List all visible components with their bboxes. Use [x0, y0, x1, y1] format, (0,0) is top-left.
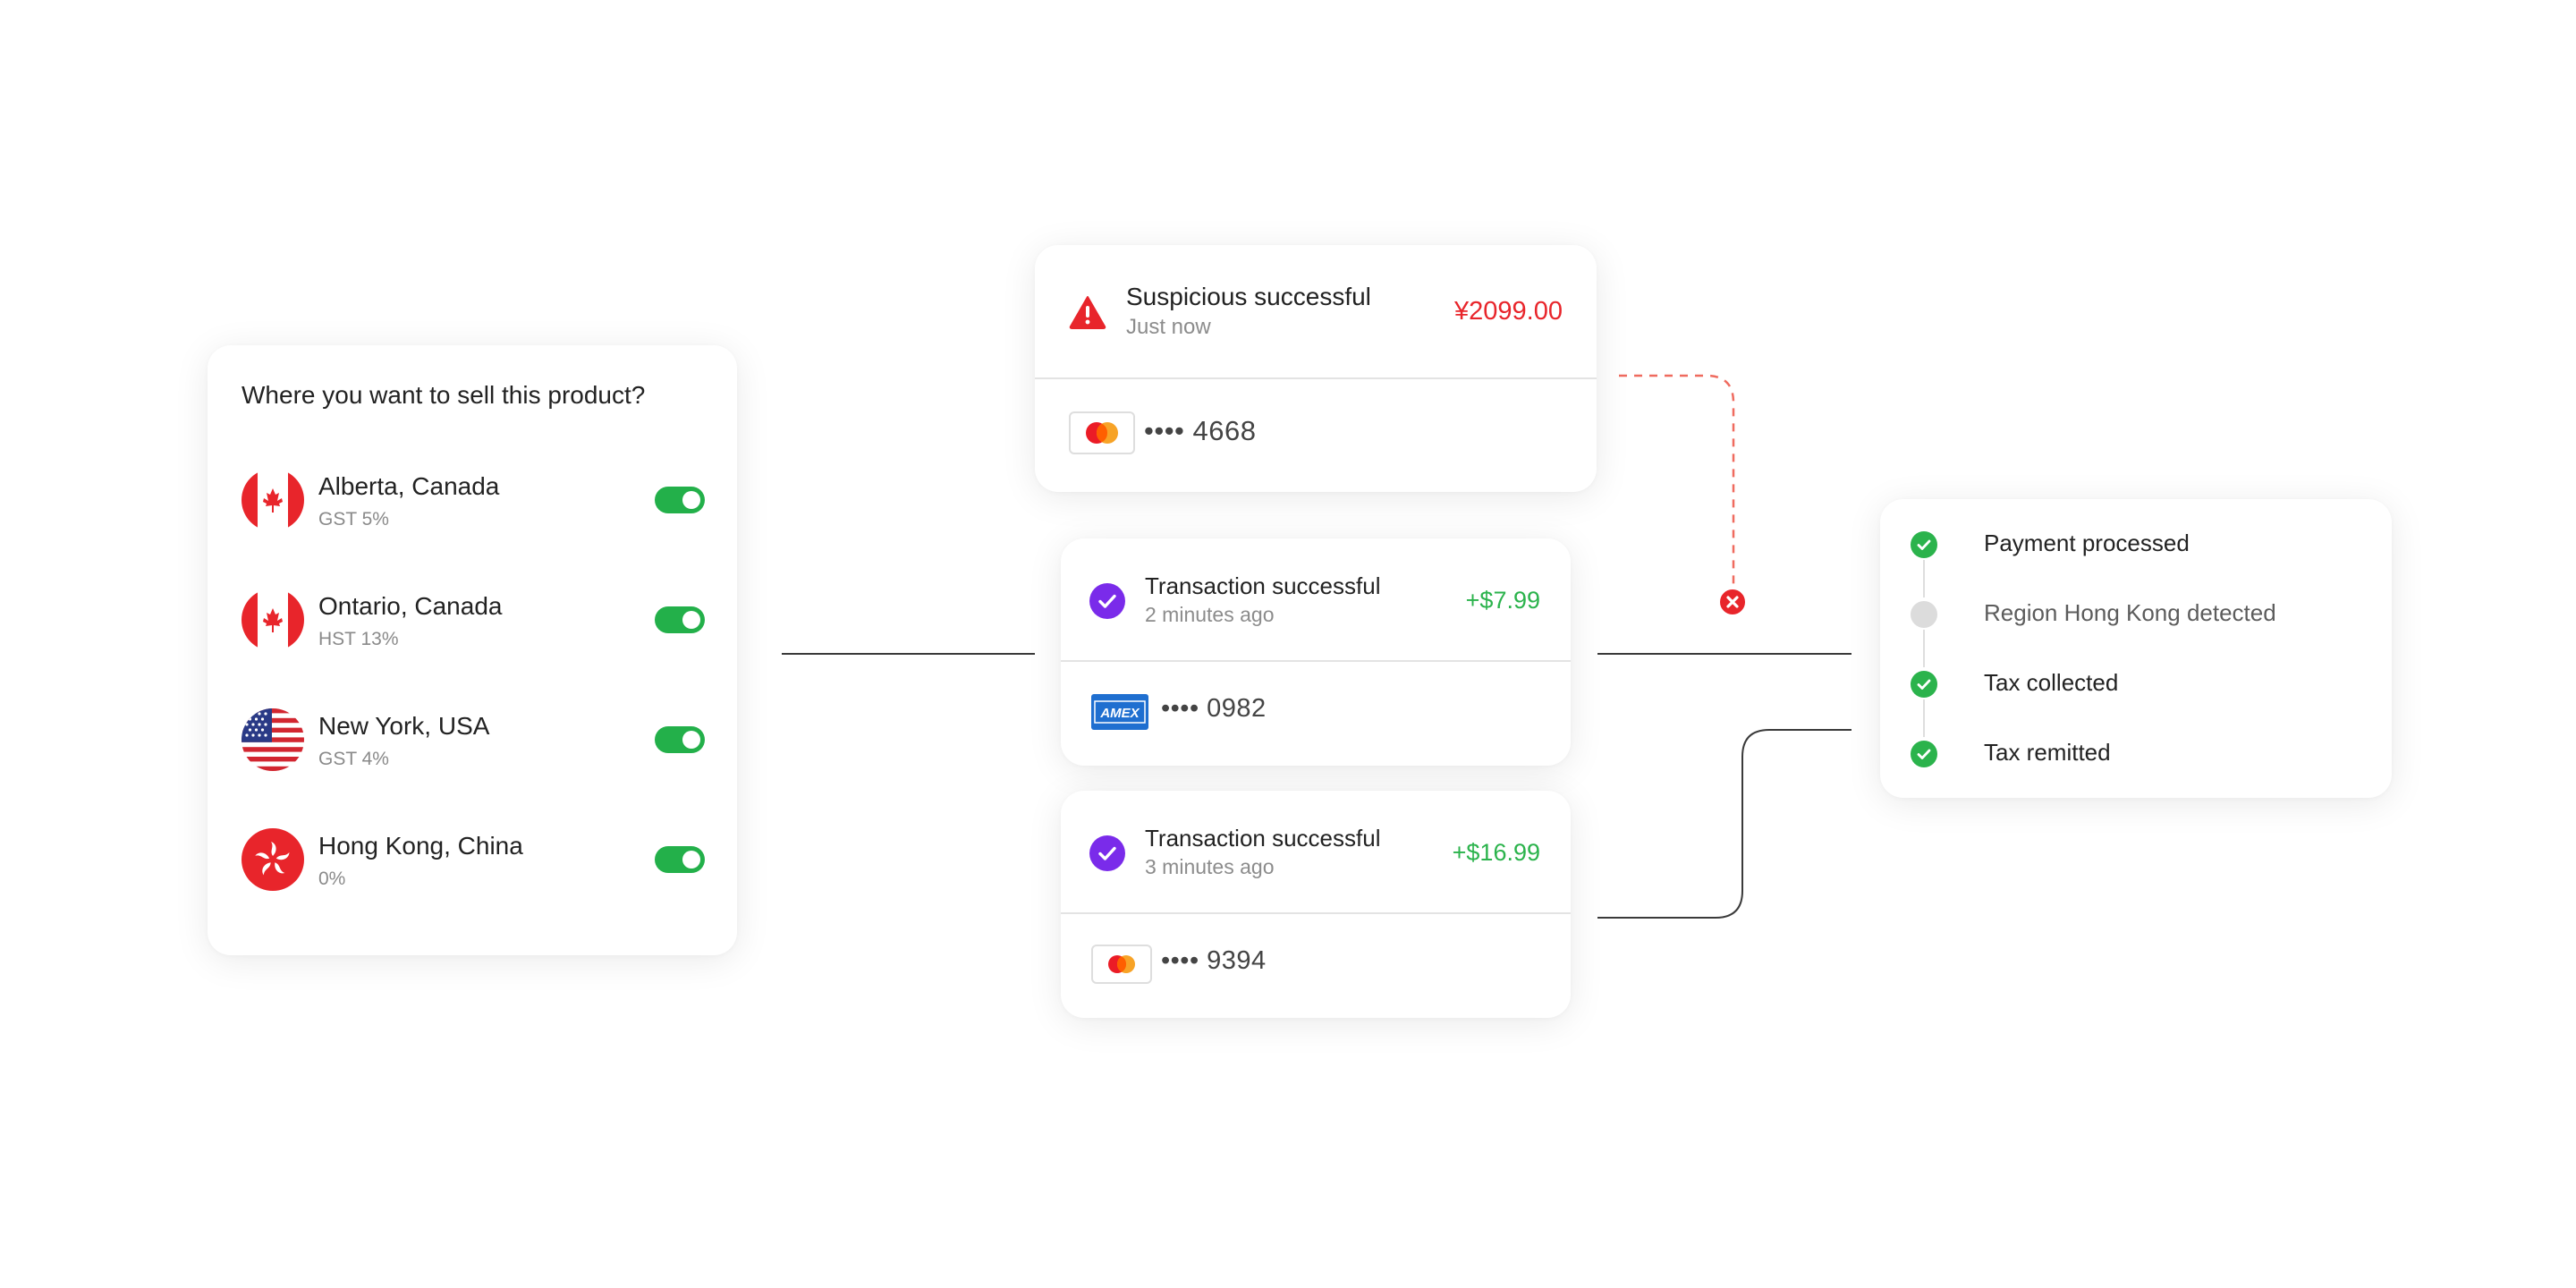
region-row-alberta: Alberta, Canada GST 5%: [242, 469, 705, 533]
region-name: Alberta, Canada: [318, 472, 500, 500]
check-circle-icon: [1911, 531, 1937, 558]
step-region-detected: Region Hong Kong detected: [1911, 596, 2358, 631]
region-tax: GST 5%: [318, 509, 389, 530]
check-circle-icon: [1089, 583, 1125, 619]
region-name: New York, USA: [318, 712, 490, 740]
transaction-title: Transaction successful: [1145, 572, 1381, 599]
sell-regions-card: Where you want to sell this product? Alb…: [208, 345, 737, 955]
step-label: Tax collected: [1984, 669, 2119, 696]
transaction-time: 2 minutes ago: [1145, 603, 1275, 626]
regions-title: Where you want to sell this product?: [242, 381, 646, 409]
toggle-knob: [682, 491, 700, 509]
step-connector: [1923, 630, 1925, 667]
step-payment-processed: Payment processed: [1911, 526, 2358, 562]
svg-text:AMEX: AMEX: [1099, 706, 1140, 721]
connector-transaction-2-to-steps: [1597, 729, 1852, 919]
region-name: Hong Kong, China: [318, 832, 523, 860]
step-label: Region Hong Kong detected: [1984, 599, 2276, 626]
region-toggle-ontario[interactable]: [655, 606, 705, 633]
step-connector: [1923, 699, 1925, 737]
region-row-new-york: New York, USA GST 4%: [242, 708, 705, 773]
transaction-card-suspicious[interactable]: Suspicious successful Just now ¥2099.00 …: [1035, 245, 1597, 492]
check-circle-icon: [1911, 671, 1937, 698]
transaction-card-info: •••• 4668: [1035, 377, 1597, 492]
step-connector: [1923, 560, 1925, 597]
mastercard-icon: [1069, 411, 1135, 454]
pending-circle-icon: [1911, 601, 1937, 628]
mastercard-icon: [1091, 945, 1152, 984]
step-tax-remitted: Tax remitted: [1911, 735, 2358, 771]
toggle-knob: [682, 731, 700, 749]
canada-flag-icon: [242, 589, 304, 651]
transaction-card-2[interactable]: Transaction successful 3 minutes ago +$1…: [1061, 791, 1571, 1018]
blocked-x-icon: [1717, 587, 1748, 617]
step-tax-collected: Tax collected: [1911, 665, 2358, 701]
region-row-hong-kong: Hong Kong, China 0%: [242, 828, 705, 893]
step-label: Tax remitted: [1984, 739, 2111, 766]
toggle-knob: [682, 611, 700, 629]
masked-card-number: •••• 9394: [1161, 946, 1267, 975]
check-circle-icon: [1089, 835, 1125, 871]
payment-status-card: Payment processed Region Hong Kong detec…: [1880, 499, 2392, 798]
hong-kong-flag-icon: [242, 828, 304, 891]
warning-icon: [1069, 295, 1106, 329]
transaction-amount: ¥2099.00: [1454, 297, 1563, 326]
region-toggle-alberta[interactable]: [655, 487, 705, 513]
transaction-card-info: •••• 9394: [1061, 912, 1571, 1018]
transaction-title: Suspicious successful: [1126, 283, 1371, 310]
transaction-card-info: AMEX •••• 0982: [1061, 660, 1571, 766]
check-circle-icon: [1911, 741, 1937, 767]
region-name: Ontario, Canada: [318, 592, 503, 620]
transaction-header: Transaction successful 2 minutes ago +$7…: [1061, 538, 1571, 662]
transaction-time: Just now: [1126, 315, 1211, 339]
region-row-ontario: Ontario, Canada HST 13%: [242, 589, 705, 653]
canada-flag-icon: [242, 469, 304, 531]
region-toggle-hong-kong[interactable]: [655, 846, 705, 873]
toggle-knob: [682, 851, 700, 869]
masked-card-number: •••• 4668: [1144, 415, 1257, 446]
transaction-amount: +$7.99: [1465, 587, 1540, 614]
transaction-header: Transaction successful 3 minutes ago +$1…: [1061, 791, 1571, 914]
usa-flag-icon: [242, 708, 304, 771]
region-tax: 0%: [318, 869, 346, 889]
masked-card-number: •••• 0982: [1161, 694, 1267, 723]
connector-suspicious-blocked: [1619, 374, 1735, 587]
transaction-header: Suspicious successful Just now ¥2099.00: [1035, 245, 1597, 379]
amex-icon: AMEX: [1091, 694, 1148, 730]
transaction-card-1[interactable]: Transaction successful 2 minutes ago +$7…: [1061, 538, 1571, 766]
region-tax: HST 13%: [318, 629, 399, 649]
transaction-title: Transaction successful: [1145, 825, 1381, 852]
transaction-time: 3 minutes ago: [1145, 855, 1275, 878]
region-tax: GST 4%: [318, 749, 389, 769]
region-toggle-new-york[interactable]: [655, 726, 705, 753]
transaction-amount: +$16.99: [1452, 839, 1540, 866]
step-label: Payment processed: [1984, 530, 2190, 556]
